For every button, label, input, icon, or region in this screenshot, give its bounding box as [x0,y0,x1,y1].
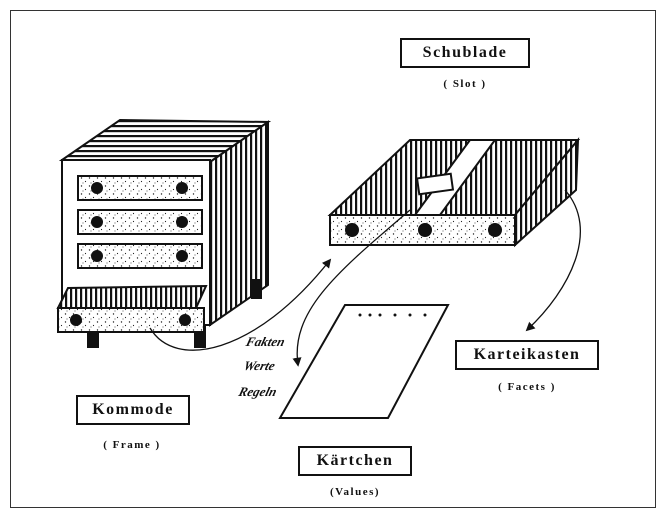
karteikasten-sub-label: ( Facets ) [498,381,556,393]
karteikasten-label: Karteikasten [455,340,599,370]
kommode-label: Kommode [76,395,190,425]
card-line-2: Werte [242,358,277,373]
card-line-1: Fakten [244,334,287,349]
card-line-3: Regeln [236,384,278,399]
kaertchen-card: Fakten Werte Regeln [236,304,450,419]
kommode-chest [56,118,272,348]
arrow-schublade-to-karteikasten [525,189,581,332]
schublade-label: Schublade [400,38,530,68]
kaertchen-sub-label: (Values) [329,486,381,498]
arrow-schublade-to-kaertchen [292,209,411,367]
schublade-sub-label: ( Slot ) [443,78,487,90]
schublade-drawer [327,137,581,248]
kommode-sub-label: ( Frame ) [103,439,161,451]
arrow-kommode-to-schublade [149,258,332,351]
kaertchen-label: Kärtchen [298,446,412,476]
